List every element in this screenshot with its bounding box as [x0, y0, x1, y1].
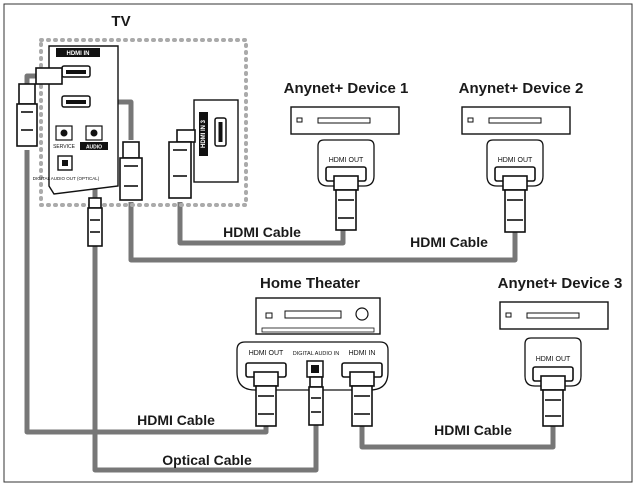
tv-hdmi-in-header: [56, 48, 100, 57]
cable-home-theater-to-device3: [359, 425, 556, 450]
device-1-disc-tray: [317, 117, 371, 124]
tv-optical-port-inner: [62, 160, 68, 166]
home-theater-optical-port-inner: [311, 365, 319, 373]
tv-audio-label: AUDIO: [86, 145, 102, 151]
tv-connectors: [16, 67, 196, 247]
optical-plug-tv: [87, 197, 103, 247]
device-3-disc-tray: [526, 312, 580, 319]
home-theater-hdmi-out-label: HDMI OUT: [249, 350, 284, 357]
cable-label-upper-left: HDMI Cable: [223, 224, 301, 240]
hdmi-plug-device-3: [540, 375, 566, 427]
outer-frame: [3, 3, 633, 483]
device-3-power-led: [505, 312, 512, 318]
cable-tv-optical-to-home-theater: [92, 245, 319, 473]
cable-label-optical: Optical Cable: [162, 452, 252, 468]
anynet-device-1-port-label: HDMI OUT: [329, 157, 364, 164]
home-theater-hdmi-in-label: HDMI IN: [349, 350, 376, 357]
cable-label-lower-left: HDMI Cable: [137, 412, 215, 428]
hdmi-plug-tv-port1: [35, 67, 63, 85]
home-theater-base: [261, 327, 375, 333]
home-theater-led: [265, 312, 273, 319]
hdmi-plug-device-1: [333, 175, 359, 231]
home-theater: Home Theater HDMI OUT DIGITAL AUDIO IN H…: [236, 275, 389, 427]
tv-label: TV: [111, 13, 130, 30]
device-2-power-led: [467, 117, 474, 123]
home-theater-tray: [284, 310, 342, 319]
tv-dotted-frame: [39, 38, 248, 207]
home-theater-knob: [355, 307, 369, 321]
tv-audio-header: [80, 142, 108, 150]
anynet-device-3-label: Anynet+ Device 3: [498, 275, 623, 292]
cable-tv-to-device2: [128, 202, 518, 263]
hdmi-plug-tv-device2: [119, 141, 143, 201]
home-theater-digital-audio-in-label: DIGITAL AUDIO IN: [293, 351, 339, 357]
optical-plug-home-theater: [308, 376, 324, 426]
tv-hdmi3-port-inner: [218, 122, 223, 142]
anynet-device-2-label: Anynet+ Device 2: [459, 80, 584, 97]
tv-hdmi-in-label: HDMI IN: [67, 51, 90, 57]
device-2-disc-tray: [488, 117, 542, 124]
cable-tv-to-home-theater-hdmi-out: [24, 150, 269, 435]
tv-optical-label: DIGITAL AUDIO OUT (OPTICAL): [33, 176, 100, 181]
tv-service-label: SERVICE: [53, 144, 76, 150]
anynet-device-2: Anynet+ Device 2 HDMI OUT: [459, 80, 584, 233]
hdmi-plug-home-theater-out: [253, 371, 279, 427]
anynet-device-1-label: Anynet+ Device 1: [284, 80, 409, 97]
anynet-device-1: Anynet+ Device 1 HDMI OUT: [284, 80, 409, 231]
cable-labels: HDMI Cable HDMI Cable HDMI Cable HDMI Ca…: [137, 224, 512, 468]
home-theater-label: Home Theater: [260, 275, 360, 292]
hdmi-plug-device-2: [502, 175, 528, 233]
cable-label-upper-right: HDMI Cable: [410, 234, 488, 250]
tv-hdmi3-label: HDMI IN 3: [201, 119, 207, 148]
tv-audio-jack-hole: [90, 129, 98, 137]
tv-hdmi3-header: [199, 112, 208, 156]
home-theater-plugs: [253, 371, 375, 427]
hdmi-plug-tv-hdmi3: [168, 129, 196, 199]
hdmi-plug-tv-left: [16, 83, 38, 147]
tv-hdmi-port-1-inner: [66, 70, 86, 74]
tv-service-jack-hole: [60, 129, 68, 137]
hdmi-plug-home-theater-in: [349, 371, 375, 427]
anynet-device-3: Anynet+ Device 3 HDMI OUT: [498, 275, 623, 427]
cable-label-lower-right: HDMI Cable: [434, 422, 512, 438]
device-1-power-led: [296, 117, 303, 123]
anynet-device-3-port-label: HDMI OUT: [536, 356, 571, 363]
cable-tv-hdmi3-to-device1: [177, 202, 346, 246]
cables: [24, 73, 556, 473]
anynet-device-2-port-label: HDMI OUT: [498, 157, 533, 164]
tv-hdmi-port-2-inner: [66, 100, 86, 104]
